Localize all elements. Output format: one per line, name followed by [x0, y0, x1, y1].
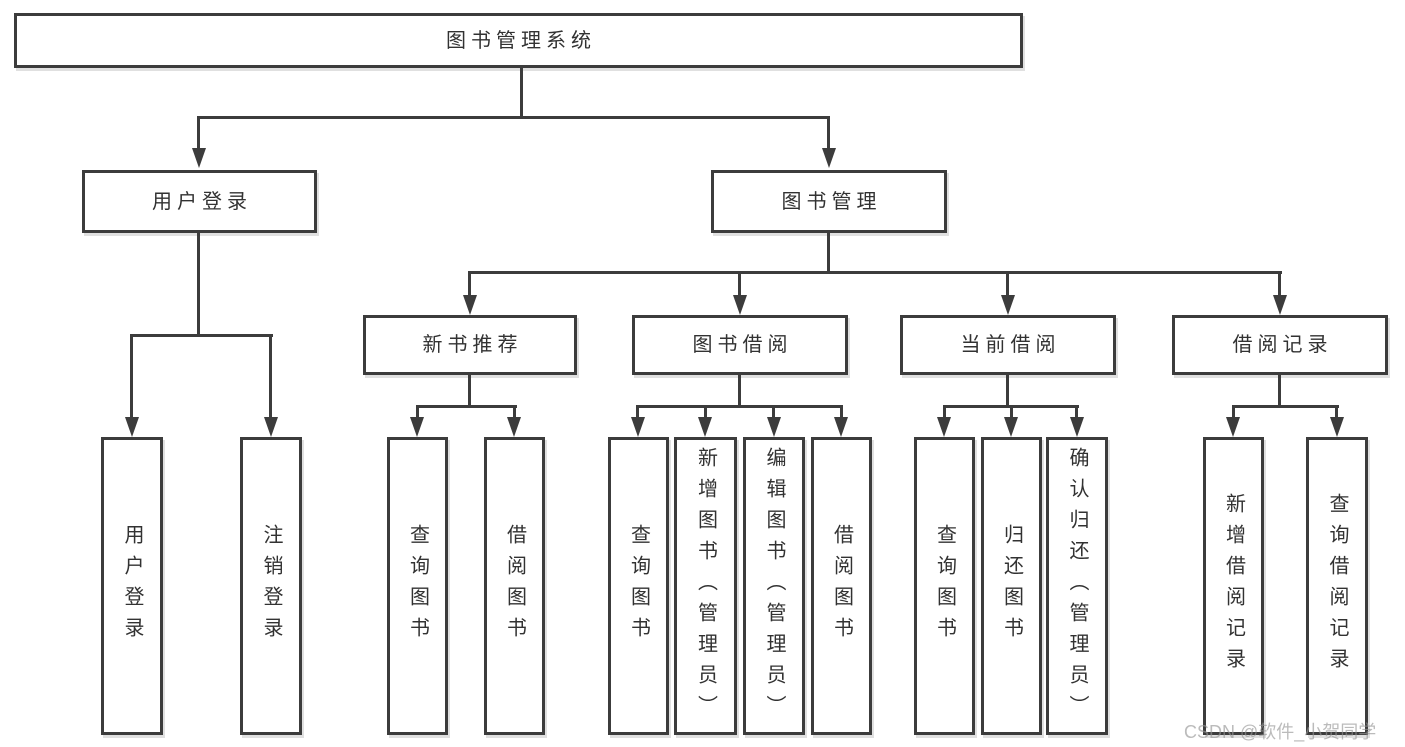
leaf-query-book-recommend: 查询图书	[387, 437, 448, 735]
leaf-query-borrow-record: 查询借阅记录	[1306, 437, 1368, 735]
leaf-edit-book-admin: 编辑图书（管理员）	[743, 437, 805, 735]
connector-hline	[130, 334, 273, 337]
connector-vline	[636, 405, 639, 422]
connector-vline	[197, 116, 200, 152]
connector-vline	[1075, 405, 1078, 422]
connector-vline	[520, 68, 523, 118]
connector-vline	[827, 233, 830, 274]
connector-hline	[1232, 405, 1339, 408]
connector-vline	[513, 405, 516, 422]
connector-arrowhead	[631, 417, 645, 437]
node-label: 借阅记录	[1232, 334, 1333, 356]
connector-hline	[416, 405, 517, 408]
connector-vline	[416, 405, 419, 422]
leaf-borrow-book-recommend: 借阅图书	[484, 437, 545, 735]
node-book-borrow: 图书借阅	[632, 315, 848, 375]
connector-arrowhead	[937, 417, 951, 437]
connector-arrowhead	[733, 295, 747, 315]
node-label: 借阅图书	[830, 524, 853, 648]
connector-vline	[197, 233, 200, 337]
node-new-book-recommend: 新书推荐	[363, 315, 577, 375]
connector-vline	[738, 375, 741, 408]
connector-vline	[130, 334, 133, 422]
node-label: 用户登录	[152, 190, 252, 213]
node-label: 编辑图书（管理员）	[763, 446, 785, 726]
leaf-confirm-return-admin: 确认归还（管理员）	[1046, 437, 1108, 735]
csdn-watermark: CSDN @软件_小贺同学	[1184, 722, 1377, 742]
connector-arrowhead	[264, 417, 278, 437]
connector-vline	[1278, 271, 1281, 299]
leaf-add-borrow-record: 新增借阅记录	[1203, 437, 1264, 735]
connector-vline	[772, 405, 775, 422]
node-label: 注销登录	[260, 524, 282, 648]
connector-vline	[738, 271, 741, 299]
connector-vline	[269, 334, 272, 422]
connector-hline	[468, 271, 1282, 274]
node-label: 查询图书	[406, 524, 429, 648]
connector-arrowhead	[410, 417, 424, 437]
connector-arrowhead	[1226, 417, 1240, 437]
connector-vline	[1006, 271, 1009, 299]
node-label: 图书管理	[781, 190, 882, 213]
leaf-add-book-admin: 新增图书（管理员）	[674, 437, 737, 735]
connector-arrowhead	[1070, 417, 1084, 437]
connector-vline	[1232, 405, 1235, 422]
node-label: 查询借阅记录	[1326, 493, 1348, 679]
node-label: 归还图书	[1000, 524, 1023, 648]
connector-arrowhead	[1004, 417, 1018, 437]
node-label: 用户登录	[121, 524, 143, 648]
connector-arrowhead	[1001, 295, 1015, 315]
connector-arrowhead	[125, 417, 139, 437]
connector-arrowhead	[1330, 417, 1344, 437]
leaf-query-book-current: 查询图书	[914, 437, 975, 735]
leaf-query-book-borrow: 查询图书	[608, 437, 669, 735]
leaf-return-book: 归还图书	[981, 437, 1042, 735]
connector-hline	[636, 405, 843, 408]
connector-arrowhead	[507, 417, 521, 437]
node-label: 借阅图书	[503, 524, 526, 648]
connector-vline	[1278, 375, 1281, 408]
node-label: 新书推荐	[422, 334, 523, 356]
node-root: 图书管理系统	[14, 13, 1023, 68]
connector-vline	[827, 116, 830, 152]
node-label: 查询图书	[627, 524, 650, 648]
connector-vline	[943, 405, 946, 422]
node-user-login: 用户登录	[82, 170, 317, 233]
connector-arrowhead	[834, 417, 848, 437]
connector-vline	[1006, 375, 1009, 408]
connector-arrowhead	[463, 295, 477, 315]
leaf-borrow-book: 借阅图书	[811, 437, 872, 735]
connector-vline	[840, 405, 843, 422]
node-current-borrow: 当前借阅	[900, 315, 1116, 375]
node-label: 查询图书	[933, 524, 956, 648]
node-label: 确认归还（管理员）	[1066, 446, 1088, 726]
connector-arrowhead	[767, 417, 781, 437]
connector-vline	[1335, 405, 1338, 422]
leaf-logout: 注销登录	[240, 437, 302, 735]
connector-vline	[704, 405, 707, 422]
node-label: 新增图书（管理员）	[694, 446, 717, 726]
connector-vline	[468, 375, 471, 408]
connector-vline	[1010, 405, 1013, 422]
connector-hline	[198, 116, 830, 119]
connector-arrowhead	[192, 148, 206, 168]
node-borrow-record: 借阅记录	[1172, 315, 1388, 375]
connector-arrowhead	[822, 148, 836, 168]
connector-vline	[468, 271, 471, 299]
node-label: 新增借阅记录	[1222, 493, 1245, 679]
leaf-user-login: 用户登录	[101, 437, 163, 735]
connector-arrowhead	[698, 417, 712, 437]
node-label: 图书管理系统	[446, 29, 596, 52]
connector-arrowhead	[1273, 295, 1287, 315]
node-book-management: 图书管理	[711, 170, 947, 233]
node-label: 当前借阅	[960, 334, 1061, 356]
node-label: 图书借阅	[692, 334, 793, 356]
